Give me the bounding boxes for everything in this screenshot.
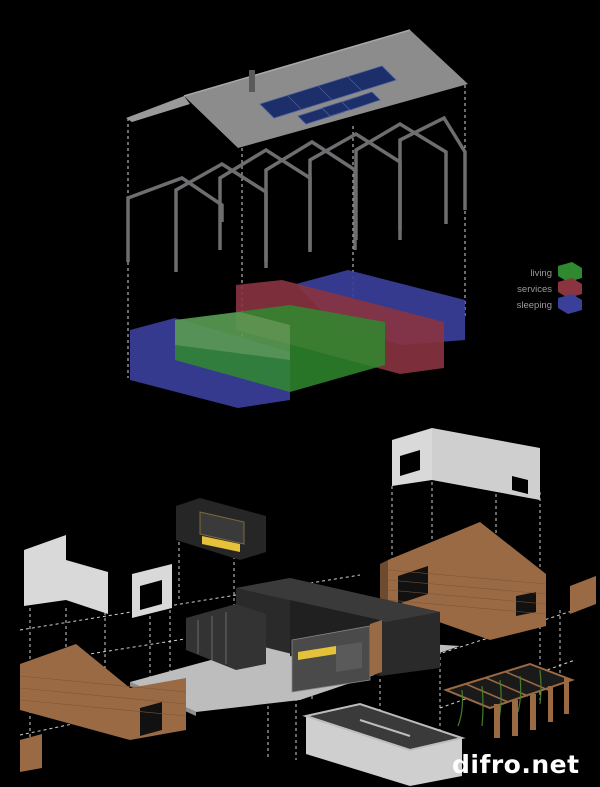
roof-plane [126,29,468,148]
legend-label-services: services [517,284,552,295]
vine-pergola [443,662,575,738]
programme-zones [130,270,465,408]
glazed-living-volume [186,604,371,693]
legend-item-living: living [530,262,582,282]
timber-panel-small [20,734,42,772]
watermark-text: difro.net [452,750,580,779]
kitchen-joinery-module [176,498,266,560]
white-window-panel [132,564,172,618]
zone-overlap-highlight [175,312,290,360]
legend-label-living: living [530,268,552,279]
living-zone [175,305,385,392]
lit-kitchen-bench [298,646,336,660]
legend-swatch-services [558,278,582,298]
white-wall-panel-upper [392,428,540,500]
roof-eave-left [126,96,190,122]
timber-batten-strip [570,576,596,614]
solar-panels [259,65,397,125]
legend-label-sleeping: sleeping [517,300,552,311]
legend: living services sleeping [517,262,582,314]
masonry-planter-box [302,702,466,786]
flue-pipe [249,70,255,92]
white-wall-panel-left [24,535,108,614]
portal-frames [126,115,467,272]
legend-swatch-sleeping [558,294,582,314]
legend-swatch-living [558,262,582,282]
timber-side-panel [370,620,382,676]
legend-item-sleeping: sleeping [517,294,582,314]
legend-item-services: services [517,278,582,298]
timber-gable-wall-left [19,644,187,740]
